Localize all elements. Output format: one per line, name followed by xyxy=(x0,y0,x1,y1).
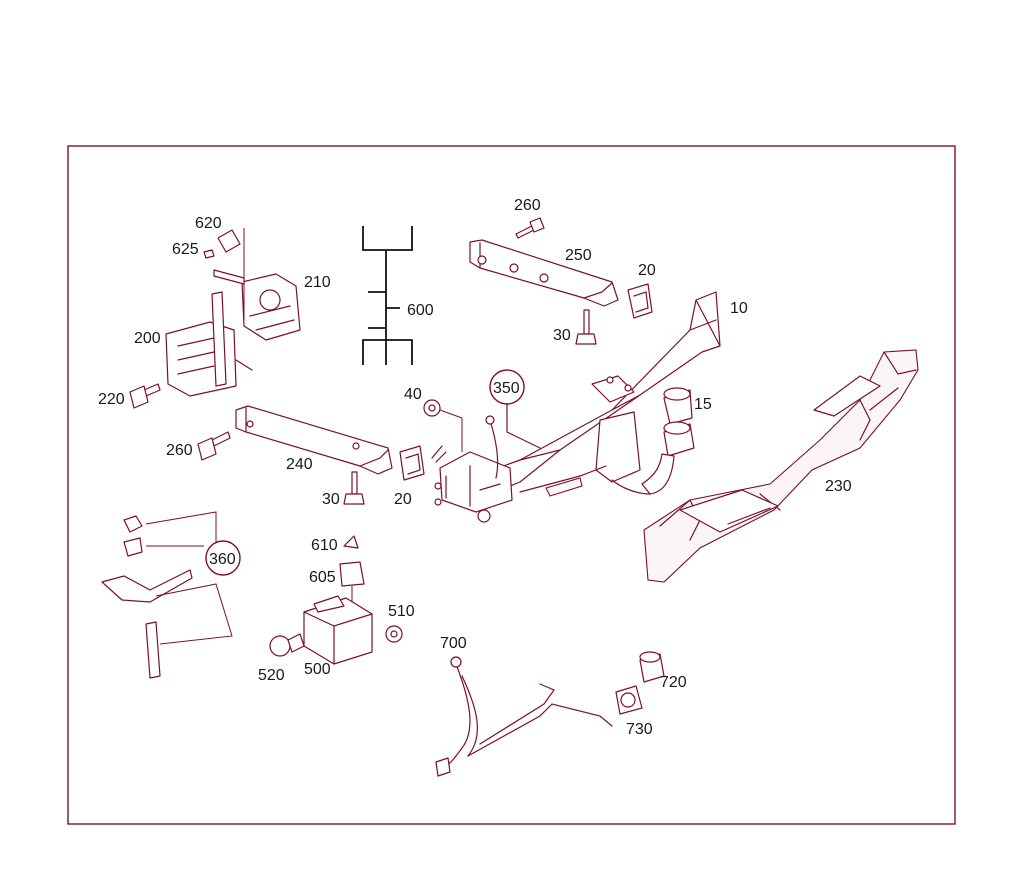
part-20-clip-lower xyxy=(399,445,425,481)
label-720: 720 xyxy=(660,674,687,691)
label-260-lower: 260 xyxy=(166,442,193,459)
part-605-connector xyxy=(339,561,365,587)
part-720-cap xyxy=(639,651,665,683)
label-230: 230 xyxy=(825,478,852,495)
label-500: 500 xyxy=(304,661,331,678)
label-30-upper: 30 xyxy=(553,327,571,344)
part-40-washer xyxy=(423,399,463,452)
part-730-connector xyxy=(615,685,643,715)
diagram-border xyxy=(67,145,956,825)
label-520: 520 xyxy=(258,667,285,684)
label-20-lower: 20 xyxy=(394,491,412,508)
label-20-upper: 20 xyxy=(638,262,656,279)
label-610: 610 xyxy=(311,537,338,554)
part-200-bracket xyxy=(165,291,253,397)
part-210-socket xyxy=(213,228,301,341)
label-360: 360 xyxy=(209,551,236,568)
part-620-cap xyxy=(217,229,241,253)
part-30-screw-upper xyxy=(575,309,597,345)
part-500-control-unit xyxy=(303,595,373,665)
label-625: 625 xyxy=(172,241,199,258)
label-30-lower: 30 xyxy=(322,491,340,508)
part-260-bolt-lower xyxy=(197,431,231,461)
part-625-pin xyxy=(203,249,215,259)
label-220: 220 xyxy=(98,391,125,408)
part-15-tow-ball xyxy=(611,387,695,495)
label-210: 210 xyxy=(304,274,331,291)
part-360-kit xyxy=(101,511,233,679)
part-20-clip-upper xyxy=(627,283,653,319)
part-30-screw-lower xyxy=(343,471,365,505)
label-510: 510 xyxy=(388,603,415,620)
part-240-rail xyxy=(235,405,393,475)
part-510-grommet xyxy=(385,625,403,643)
label-350: 350 xyxy=(493,380,520,397)
part-230-bumper-foam xyxy=(643,349,919,583)
part-260-bolt-upper xyxy=(515,217,545,239)
part-700-harness xyxy=(435,656,613,777)
label-240: 240 xyxy=(286,456,313,473)
part-10-crossbeam xyxy=(431,291,721,523)
label-730: 730 xyxy=(626,721,653,738)
label-700: 700 xyxy=(440,635,467,652)
label-260-upper: 260 xyxy=(514,197,541,214)
callout-360 xyxy=(205,540,241,576)
part-250-rail xyxy=(469,239,619,307)
label-605: 605 xyxy=(309,569,336,586)
label-200: 200 xyxy=(134,330,161,347)
label-250: 250 xyxy=(565,247,592,264)
part-220-bolt xyxy=(129,383,161,409)
label-15: 15 xyxy=(694,396,712,413)
part-610-cap xyxy=(343,535,359,549)
part-520-clip xyxy=(269,633,305,657)
part-350-cable xyxy=(489,403,541,479)
label-10: 10 xyxy=(730,300,748,317)
label-40: 40 xyxy=(404,386,422,403)
label-600: 600 xyxy=(407,302,434,319)
label-620: 620 xyxy=(195,215,222,232)
part-600-symbol xyxy=(362,226,413,365)
